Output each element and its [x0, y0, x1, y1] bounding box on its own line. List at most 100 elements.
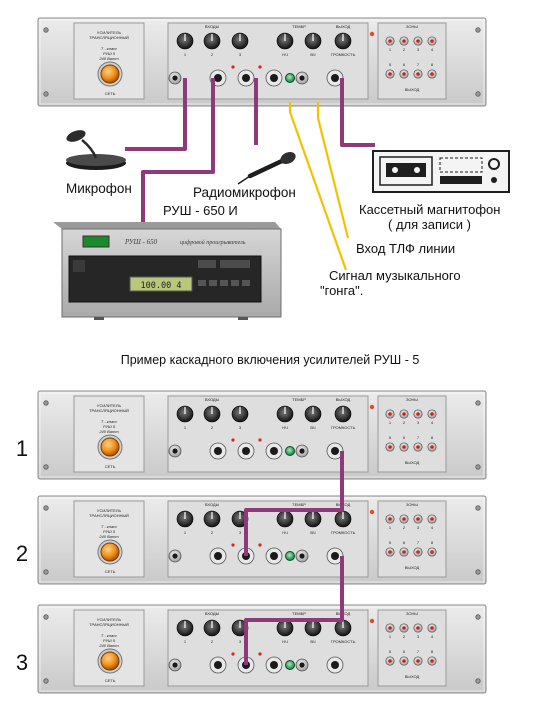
- zone-number-4: 4: [431, 420, 434, 425]
- zone-number-2: 2: [403, 420, 406, 425]
- gong-label-line1: Сигнал музыкального: [329, 268, 461, 283]
- zone-number-1: 1: [389, 47, 392, 52]
- cables-top: [125, 78, 375, 271]
- zone-number-5: 5: [389, 649, 392, 654]
- section-output-label: ВЫХОД: [336, 397, 351, 402]
- section-inputs-label: ВХОДЫ: [205, 24, 220, 29]
- knob-label-treble: ВЧ: [310, 639, 315, 644]
- knob-label-1: 1: [184, 425, 187, 430]
- player-display-value: 100.00 4: [141, 281, 182, 291]
- zone-number-8: 8: [431, 540, 434, 545]
- zone-number-8: 8: [431, 62, 434, 67]
- zone-number-8: 8: [431, 649, 434, 654]
- amp-model-line3: 240 Ватт: [98, 643, 119, 648]
- zone-number-4: 4: [431, 47, 434, 52]
- amp-logo-line1: УСИЛИТЕЛЬ: [97, 403, 122, 408]
- zone-number-2: 2: [403, 525, 406, 530]
- knob-label-3: 3: [239, 639, 242, 644]
- cascade-title: Пример каскадного включения усилителей Р…: [121, 353, 420, 367]
- zone-number-3: 3: [417, 634, 420, 639]
- zone-number-1: 1: [389, 634, 392, 639]
- knob-label-3: 3: [239, 425, 242, 430]
- section-tone-label: ТЕМБР: [292, 502, 306, 507]
- amp-model-line2: РУШ 5: [103, 529, 116, 534]
- amp-model-line1: Т - класс: [101, 46, 117, 51]
- amp-model-line1: Т - класс: [101, 633, 117, 638]
- amp-model-line1: Т - класс: [101, 524, 117, 529]
- zone-output-label: ВЫХОД: [405, 565, 420, 570]
- amp-logo-line2: ТРАНСЛЯЦИОННЫЙ: [89, 408, 129, 413]
- amp-logo-line2: ТРАНСЛЯЦИОННЫЙ: [89, 622, 129, 627]
- amp-logo-line2: ТРАНСЛЯЦИОННЫЙ: [89, 513, 129, 518]
- amp-model-line3: 240 Ватт: [98, 429, 119, 434]
- knob-label-volume: ГРОМКОСТЬ: [331, 52, 356, 57]
- digital-player: [53, 222, 282, 320]
- power-label: СЕТЬ: [105, 569, 116, 574]
- zone-number-6: 6: [403, 62, 406, 67]
- zone-number-7: 7: [417, 435, 420, 440]
- zone-number-7: 7: [417, 540, 420, 545]
- zone-number-6: 6: [403, 540, 406, 545]
- cassette-label-line2: ( для записи ): [388, 217, 471, 232]
- gong-label-line2: "гонга".: [320, 283, 363, 298]
- knob-label-3: 3: [239, 52, 242, 57]
- section-tone-label: ТЕМБР: [292, 24, 306, 29]
- zone-output-label: ВЫХОД: [405, 460, 420, 465]
- amp-logo-line1: УСИЛИТЕЛЬ: [97, 508, 122, 513]
- knob-label-treble: ВЧ: [310, 530, 315, 535]
- section-zones-label: ЗОНЫ: [406, 502, 418, 507]
- player-label: РУШ - 650 И: [163, 203, 238, 218]
- zone-number-6: 6: [403, 649, 406, 654]
- amp-logo-line1: УСИЛИТЕЛЬ: [97, 30, 122, 35]
- amp-model-line2: РУШ 5: [103, 638, 116, 643]
- knob-label-2: 2: [211, 639, 214, 644]
- zone-number-4: 4: [431, 634, 434, 639]
- knob-label-2: 2: [211, 52, 214, 57]
- player-panel-brand: РУШ - 650: [124, 238, 158, 246]
- section-output-label: ВЫХОД: [336, 24, 351, 29]
- zone-number-3: 3: [417, 47, 420, 52]
- microphone-label: Микрофон: [66, 181, 132, 196]
- amp-logo-line1: УСИЛИТЕЛЬ: [97, 617, 122, 622]
- knob-label-bass: НЧ: [282, 52, 288, 57]
- section-inputs-label: ВХОДЫ: [205, 611, 220, 616]
- radio-microphone-label: Радиомикрофон: [193, 185, 296, 200]
- zone-number-6: 6: [403, 435, 406, 440]
- cassette-recorder: [372, 150, 510, 193]
- knob-label-bass: НЧ: [282, 530, 288, 535]
- knob-label-treble: ВЧ: [310, 52, 315, 57]
- amp-model-line1: Т - класс: [101, 419, 117, 424]
- knob-label-2: 2: [211, 425, 214, 430]
- zone-number-3: 3: [417, 525, 420, 530]
- zone-output-label: ВЫХОД: [405, 674, 420, 679]
- section-zones-label: ЗОНЫ: [406, 397, 418, 402]
- zone-output-label: ВЫХОД: [405, 87, 420, 92]
- knob-label-3: 3: [239, 530, 242, 535]
- amp-model-line2: РУШ 5: [103, 51, 116, 56]
- power-label: СЕТЬ: [105, 91, 116, 96]
- cascade-amplifier-3: УСИЛИТЕЛЬ ТРАНСЛЯЦИОННЫЙ Т - класс РУШ 5…: [37, 604, 487, 694]
- section-zones-label: ЗОНЫ: [406, 611, 418, 616]
- cascade-amplifier-1: УСИЛИТЕЛЬ ТРАНСЛЯЦИОННЫЙ Т - класс РУШ 5…: [37, 390, 487, 480]
- section-tone-label: ТЕМБР: [292, 397, 306, 402]
- zone-number-2: 2: [403, 634, 406, 639]
- knob-label-bass: НЧ: [282, 639, 288, 644]
- knob-label-volume: ГРОМКОСТЬ: [331, 639, 356, 644]
- cascade-number-3: 3: [16, 650, 28, 675]
- section-tone-label: ТЕМБР: [292, 611, 306, 616]
- section-zones-label: ЗОНЫ: [406, 24, 418, 29]
- radio-microphone: [237, 151, 296, 185]
- knob-label-treble: ВЧ: [310, 425, 315, 430]
- desktop-microphone: [66, 130, 126, 170]
- knob-label-volume: ГРОМКОСТЬ: [331, 530, 356, 535]
- zone-number-3: 3: [417, 420, 420, 425]
- power-label: СЕТЬ: [105, 464, 116, 469]
- amp-model-line3: 240 Ватт: [98, 56, 119, 61]
- player-panel-text: цифровой проигрыватель: [180, 239, 246, 246]
- zone-number-2: 2: [403, 47, 406, 52]
- cascade-cables: [244, 451, 344, 665]
- knob-label-1: 1: [184, 639, 187, 644]
- knob-label-1: 1: [184, 52, 187, 57]
- zone-number-1: 1: [389, 420, 392, 425]
